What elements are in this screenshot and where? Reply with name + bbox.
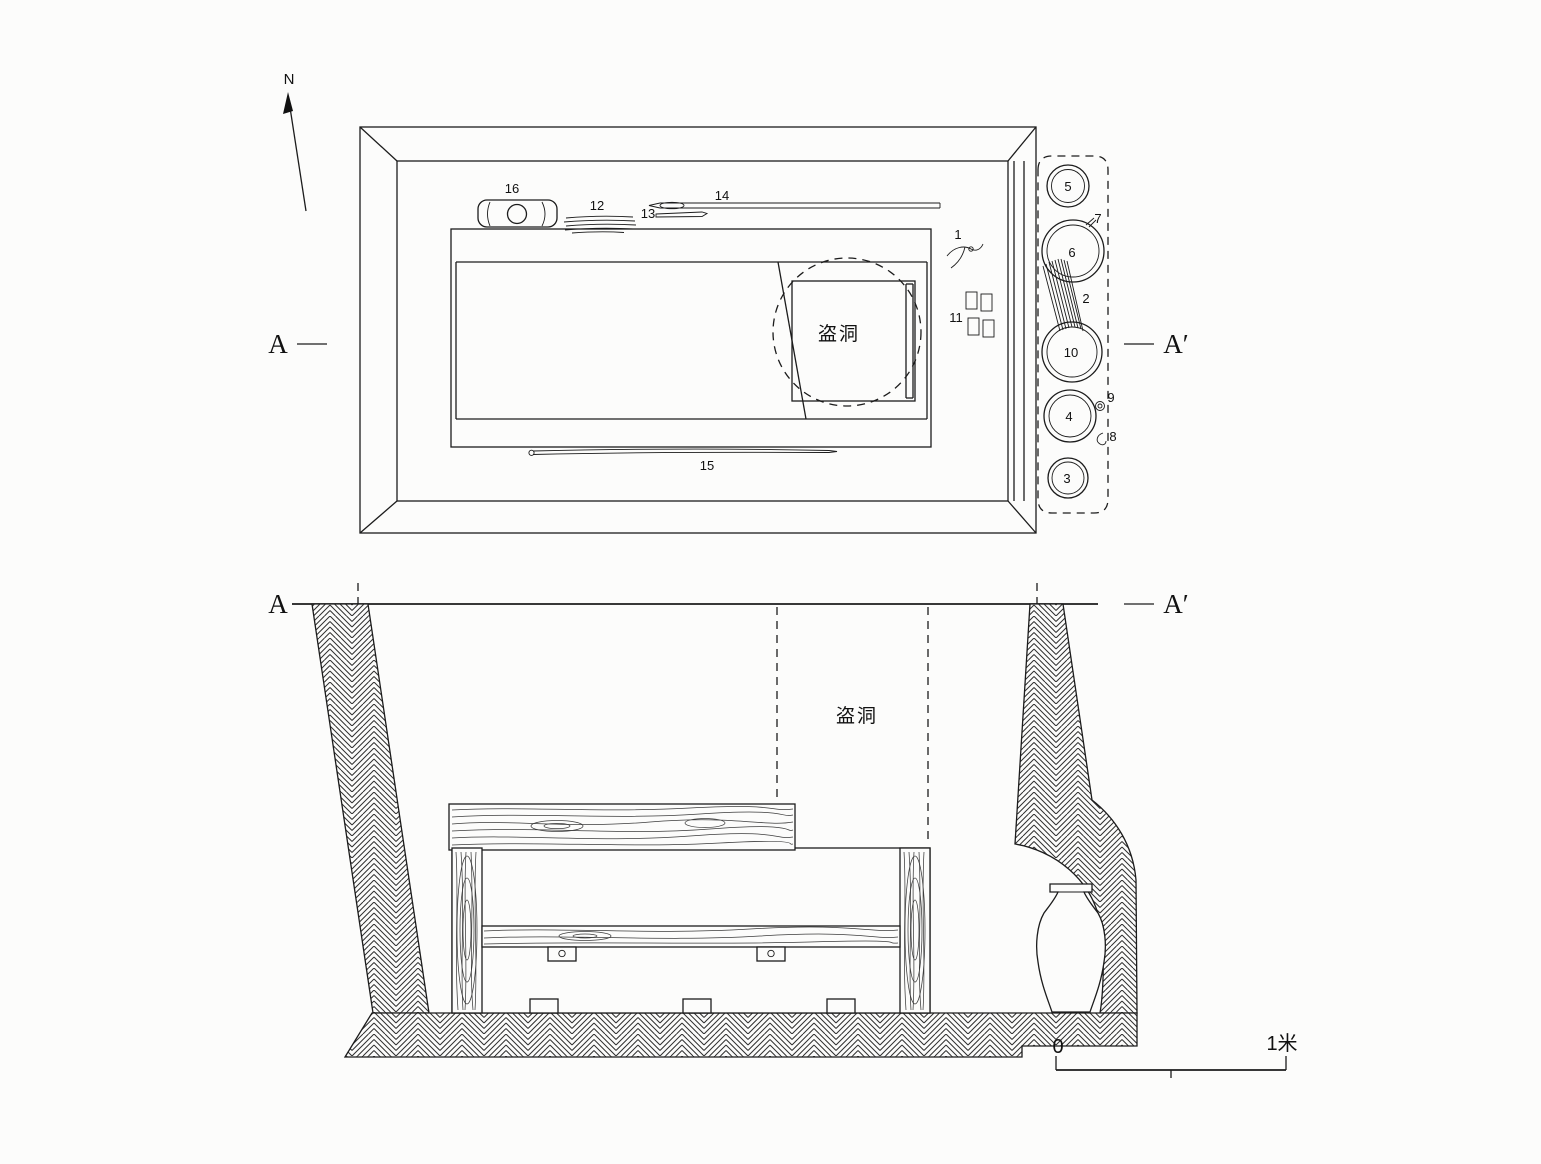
niche-label-2: 2 [1082, 291, 1089, 306]
niche-vessel-4 [1043, 389, 1097, 443]
plan-artifact-label-11: 11 [949, 310, 963, 325]
plan-pit-outline [359, 126, 1037, 534]
scale-unit-label: 1米 [1266, 1032, 1297, 1055]
plan-view: N A A′ [268, 71, 1189, 534]
support-block-3 [826, 998, 856, 1014]
niche-label-5: 5 [1064, 179, 1071, 194]
right-wall-hatch [1014, 603, 1138, 1014]
niche-vessel-3 [1047, 457, 1089, 499]
find-8-mark [1096, 432, 1107, 446]
niche-vessel-6 [1041, 219, 1105, 283]
niche-label-3: 3 [1063, 471, 1070, 486]
find-9-mark [1095, 401, 1105, 411]
niche-label-8: 8 [1109, 429, 1116, 444]
artifact-1 [946, 243, 984, 269]
plan-artifact-label-16: 16 [505, 181, 519, 196]
artifact-16-box [477, 199, 558, 228]
artifact-13 [655, 211, 709, 218]
section-label-right: A′ [1163, 589, 1188, 619]
artifact-14-pole [648, 201, 941, 210]
niche-vessel-5 [1046, 164, 1090, 208]
niche-label-6: 6 [1068, 245, 1075, 260]
coffin-bottom-plank [481, 925, 901, 948]
coffin-cleat-right [756, 946, 786, 962]
coffin-right-end [899, 847, 931, 1014]
niche-boundary [1037, 155, 1109, 514]
support-block-2 [682, 998, 712, 1014]
plan-north-label: N [284, 71, 295, 88]
plan-robber-hole-circle [772, 257, 922, 407]
niche-label-10: 10 [1064, 345, 1078, 360]
artifact-11-group [965, 291, 995, 338]
plan-artifact-label-14: 14 [715, 188, 729, 203]
artifact-15-rod [528, 448, 838, 456]
coffin-cleat-left [547, 946, 577, 962]
section-label-left: A [268, 589, 288, 619]
artifact-12-stack [563, 215, 637, 234]
plan-artifact-label-13: 13 [641, 206, 655, 221]
plan-section-label-left: A [268, 329, 288, 359]
niche-vessel-pot [1036, 883, 1106, 1013]
niche-label-9: 9 [1107, 390, 1114, 405]
scale-zero-label: 0 [1052, 1036, 1063, 1058]
plan-niche [1037, 155, 1109, 514]
plan-artifact-label-1: 1 [954, 227, 961, 242]
coffin-left-end [451, 847, 483, 1014]
coffin-lid [448, 803, 796, 851]
section-view: A A′ 盗洞 [268, 583, 1298, 1078]
plan-artifact-label-12: 12 [590, 198, 604, 213]
scale-bar [1055, 1056, 1287, 1078]
plan-artifact-label-15: 15 [700, 458, 714, 473]
find-7-mark [1085, 217, 1097, 228]
niche-label-7: 7 [1094, 211, 1101, 226]
arrow-bundle-2 [1042, 258, 1084, 332]
north-arrow-icon [283, 92, 307, 212]
floor-hatch [343, 1012, 1138, 1058]
plan-coffin-head-box [791, 280, 916, 402]
plan-section-label-right: A′ [1163, 329, 1188, 359]
section-robber-hole-label: 盗洞 [836, 705, 878, 727]
coffin-section [448, 803, 931, 1014]
left-wall-hatch [311, 603, 430, 1014]
niche-vessel-10 [1041, 321, 1103, 383]
niche-label-4: 4 [1065, 409, 1072, 424]
plan-robber-hole-label: 盗洞 [818, 323, 860, 345]
support-block-1 [529, 998, 559, 1014]
